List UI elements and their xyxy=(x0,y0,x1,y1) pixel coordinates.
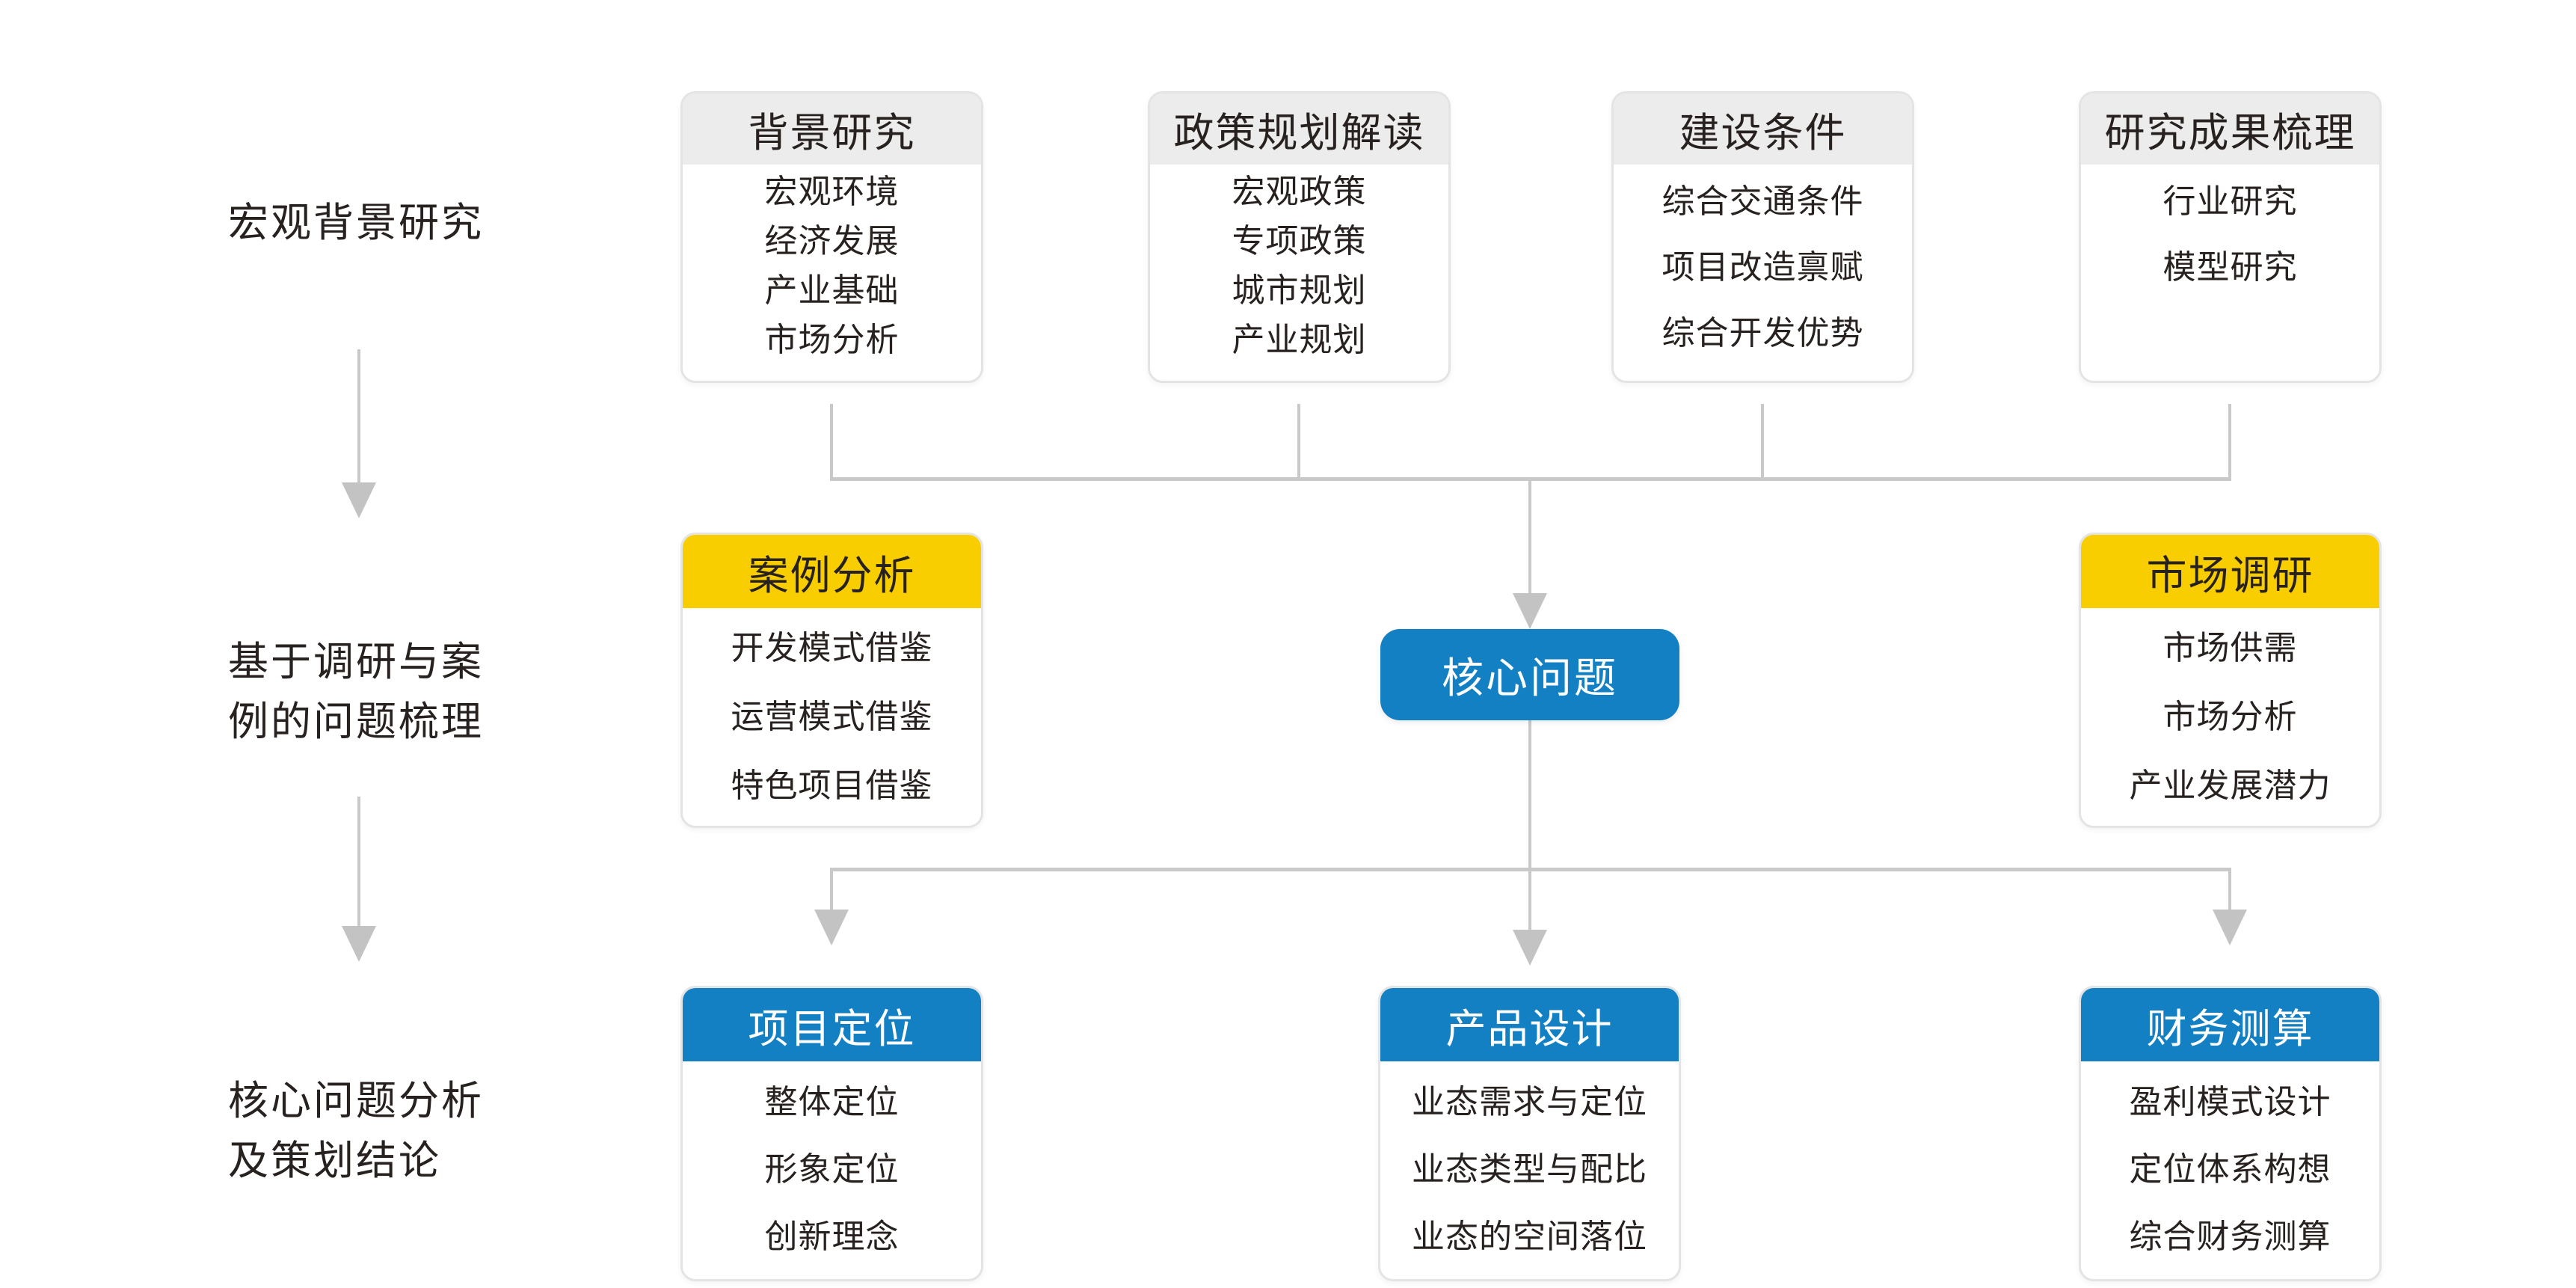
card-item: 专项政策 xyxy=(1232,223,1367,260)
card-item: 市场分析 xyxy=(764,322,900,358)
card-title: 项目定位 xyxy=(683,988,981,1061)
card-item: 市场供需 xyxy=(2162,630,2298,666)
stage-label-research-case-issues: 基于调研与案 例的问题梳理 xyxy=(228,632,542,752)
stage-label-line: 例的问题梳理 xyxy=(228,699,484,744)
connector-stub xyxy=(1528,870,1531,931)
card-market-research: 市场调研 市场供需 市场分析 产业发展潜力 xyxy=(2079,533,2382,828)
card-title: 建设条件 xyxy=(1614,93,1912,165)
card-policy-planning: 政策规划解读 宏观政策 专项政策 城市规划 产业规划 xyxy=(1148,91,1451,383)
connector-stub xyxy=(1761,404,1764,479)
card-item: 宏观环境 xyxy=(764,174,900,210)
connector-stub xyxy=(830,870,833,911)
connector-bus xyxy=(830,868,2231,871)
card-item: 经济发展 xyxy=(764,223,900,260)
card-item: 产业基础 xyxy=(764,272,900,309)
card-project-positioning: 项目定位 整体定位 形象定位 创新理念 xyxy=(680,986,983,1281)
card-item: 市场分析 xyxy=(2162,699,2298,735)
connector-drop xyxy=(1528,479,1531,595)
connector-drop xyxy=(1528,720,1531,871)
card-title: 政策规划解读 xyxy=(1150,93,1448,165)
card-title: 市场调研 xyxy=(2081,535,2379,608)
stage-label-line: 宏观背景研究 xyxy=(228,200,484,245)
card-item: 模型研究 xyxy=(2162,249,2298,286)
card-item: 项目改造禀赋 xyxy=(1662,249,1864,286)
card-title: 研究成果梳理 xyxy=(2081,93,2379,165)
card-item: 创新理念 xyxy=(764,1218,900,1255)
card-item: 综合开发优势 xyxy=(1662,315,1864,352)
card-item: 综合交通条件 xyxy=(1662,183,1864,220)
card-background-research: 背景研究 宏观环境 经济发展 产业基础 市场分析 xyxy=(680,91,983,383)
stage-label-macro-research: 宏观背景研究 xyxy=(228,193,542,253)
card-item: 业态类型与配比 xyxy=(1412,1151,1647,1188)
stage-label-line: 基于调研与案 xyxy=(228,640,484,684)
stage-label-line: 及策划结论 xyxy=(228,1138,441,1183)
card-product-design: 产品设计 业态需求与定位 业态类型与配比 业态的空间落位 xyxy=(1378,986,1681,1281)
core-issue-badge: 核心问题 xyxy=(1380,629,1679,720)
down-arrow-icon xyxy=(1513,593,1547,629)
card-item: 形象定位 xyxy=(764,1151,900,1188)
card-title: 产品设计 xyxy=(1380,988,1679,1061)
card-item: 整体定位 xyxy=(764,1084,900,1120)
down-arrow-icon xyxy=(1513,930,1547,966)
card-case-analysis: 案例分析 开发模式借鉴 运营模式借鉴 特色项目借鉴 xyxy=(680,533,983,828)
card-title: 案例分析 xyxy=(683,535,981,608)
card-item: 宏观政策 xyxy=(1232,174,1367,210)
stage-label-core-analysis-conclusion: 核心问题分析 及策划结论 xyxy=(228,1071,542,1191)
connector-stub xyxy=(2228,404,2231,479)
down-arrow-icon xyxy=(2213,910,2247,945)
card-research-results: 研究成果梳理 行业研究 模型研究 xyxy=(2079,91,2382,383)
card-item: 产业发展潜力 xyxy=(2129,767,2331,804)
connector-stub xyxy=(830,404,833,479)
down-arrow-icon xyxy=(814,910,849,945)
card-item: 业态的空间落位 xyxy=(1412,1218,1647,1255)
card-financial-calculation: 财务测算 盈利模式设计 定位体系构想 综合财务测算 xyxy=(2079,986,2382,1281)
stage-label-line: 核心问题分析 xyxy=(228,1079,484,1123)
card-item: 盈利模式设计 xyxy=(2129,1084,2331,1120)
card-item: 定位体系构想 xyxy=(2129,1151,2331,1188)
card-title: 财务测算 xyxy=(2081,988,2379,1061)
card-construction-conditions: 建设条件 综合交通条件 项目改造禀赋 综合开发优势 xyxy=(1611,91,1914,383)
card-item: 产业规划 xyxy=(1232,322,1367,358)
connector-stub xyxy=(1297,404,1300,479)
card-item: 综合财务测算 xyxy=(2129,1218,2331,1255)
card-title: 背景研究 xyxy=(683,93,981,165)
card-item: 业态需求与定位 xyxy=(1412,1084,1647,1120)
card-item: 行业研究 xyxy=(2162,183,2298,220)
connector-stub xyxy=(2228,870,2231,911)
card-item: 开发模式借鉴 xyxy=(731,630,933,666)
card-item: 运营模式借鉴 xyxy=(731,699,933,735)
card-item: 城市规划 xyxy=(1232,272,1367,309)
card-item: 特色项目借鉴 xyxy=(731,767,933,804)
